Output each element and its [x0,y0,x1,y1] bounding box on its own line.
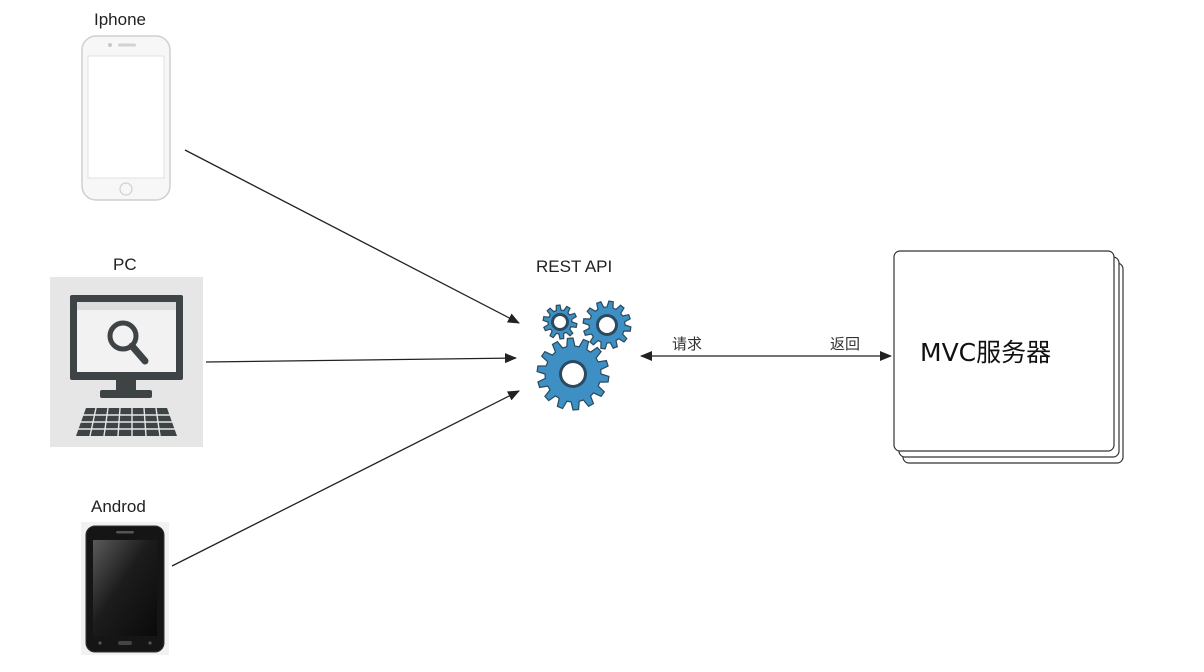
pc-label: PC [113,255,137,274]
android-label: Androd [91,497,146,516]
api-label: REST API [536,257,613,276]
pc-icon [50,277,203,447]
edge-android-to-api [171,390,520,567]
request-label: 请求 [672,335,703,353]
edge-pc-to-api [205,353,517,364]
gear-small [542,304,578,340]
gear-medium [582,300,632,350]
android-icon [81,522,169,655]
gear-large [536,337,610,411]
server-stack [893,250,1124,464]
iphone-label: Iphone [94,10,146,29]
iphone-icon [81,35,171,201]
response-label: 返回 [830,335,861,353]
server-label: MVC服务器 [920,338,1052,367]
gears-icon [536,300,632,411]
edge-iphone-to-api [184,149,520,324]
